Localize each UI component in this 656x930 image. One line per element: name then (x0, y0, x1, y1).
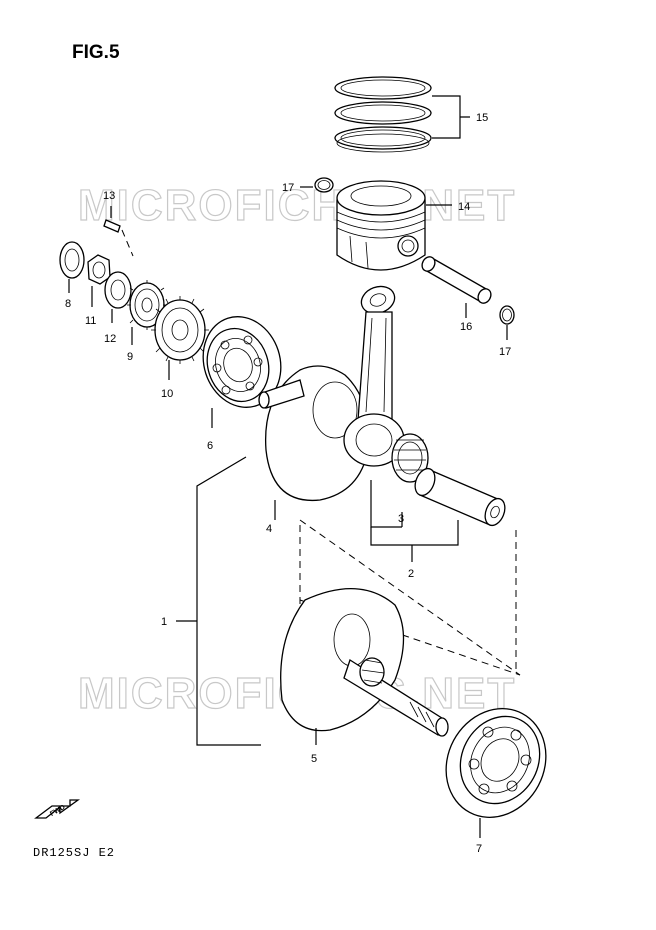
connecting-rod (343, 285, 405, 467)
figure-title: FIG.5 (72, 42, 120, 63)
callout-12: 12 (104, 333, 116, 345)
callout-11: 11 (85, 315, 96, 327)
piston (336, 180, 426, 271)
callout-7: 7 (476, 843, 482, 855)
piston-pin-circlip-right (499, 305, 515, 325)
oil-seal (59, 241, 85, 279)
callout-1: 1 (161, 616, 167, 628)
callout-17-left: 17 (282, 182, 294, 194)
callout-17-right: 17 (499, 346, 511, 358)
crankshaft-right-web (258, 365, 370, 502)
crankshaft-bearing-left (202, 316, 282, 408)
callout-8: 8 (65, 298, 71, 310)
callout-2: 2 (408, 568, 414, 580)
callout-16: 16 (460, 321, 472, 333)
primary-drive-gear (151, 296, 209, 364)
drive-gear-small (127, 280, 167, 330)
callout-13: 13 (103, 190, 115, 202)
callout-14: 14 (458, 201, 470, 213)
lock-washer (104, 271, 132, 309)
piston-pin (421, 256, 492, 304)
woodruff-key (103, 219, 121, 233)
piston-rings (334, 76, 432, 153)
crankshaft-bearing-right (445, 708, 547, 818)
callout-9: 9 (127, 351, 133, 363)
callout-6: 6 (207, 440, 213, 452)
callout-3: 3 (398, 513, 404, 525)
callout-10: 10 (161, 388, 173, 400)
callout-4: 4 (266, 523, 272, 535)
model-code: DR125SJ E2 (33, 846, 116, 860)
piston-pin-circlip-left (314, 177, 334, 193)
crank-pin (414, 467, 506, 527)
crank-pin-needle-bearing (391, 433, 429, 483)
callout-5: 5 (311, 753, 317, 765)
crankshaft-left-web (280, 587, 449, 737)
callout-15: 15 (476, 112, 488, 124)
forward-direction-arrow: FWD (34, 799, 81, 819)
